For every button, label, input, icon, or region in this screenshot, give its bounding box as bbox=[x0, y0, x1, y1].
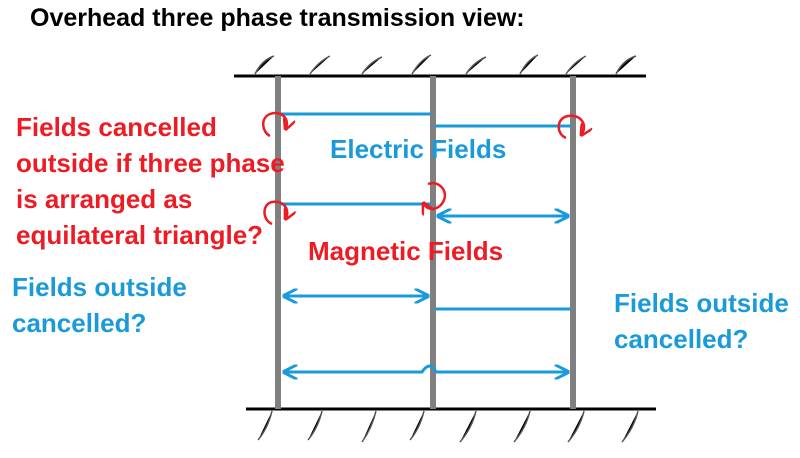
bottom-ground bbox=[246, 407, 656, 443]
red-question-line-3: is arranged as bbox=[16, 184, 193, 214]
electric-field-lines bbox=[280, 112, 571, 311]
magnetic-fields-label: Magnetic Fields bbox=[308, 236, 504, 266]
left-question-line-1: Fields outside bbox=[12, 272, 187, 302]
curl-arrow-icon-4 bbox=[424, 181, 447, 209]
page-title: Overhead three phase transmission view: bbox=[30, 4, 525, 32]
top-support bbox=[234, 54, 646, 78]
electric-fields-label: Electric Fields bbox=[330, 134, 507, 164]
red-question-line-2: outside if three phase bbox=[16, 148, 285, 178]
curl-arrow-icon-1 bbox=[262, 111, 287, 138]
magnetic-field-arrows bbox=[284, 216, 568, 372]
right-question-line-1: Fields outside bbox=[614, 288, 789, 318]
curl-arrow-icon bbox=[262, 111, 584, 226]
curl-arrow-icon-2 bbox=[557, 114, 584, 140]
red-question-line-4: equilateral triangle? bbox=[16, 220, 264, 250]
right-question-line-2: cancelled? bbox=[614, 324, 749, 354]
phase-conductors bbox=[275, 76, 576, 409]
left-question-line-2: cancelled? bbox=[12, 308, 147, 338]
magnetic-arrow-full-span bbox=[284, 366, 568, 372]
red-question-line-1: Fields cancelled bbox=[16, 112, 217, 142]
curl-arrow-icon-3 bbox=[263, 200, 288, 226]
